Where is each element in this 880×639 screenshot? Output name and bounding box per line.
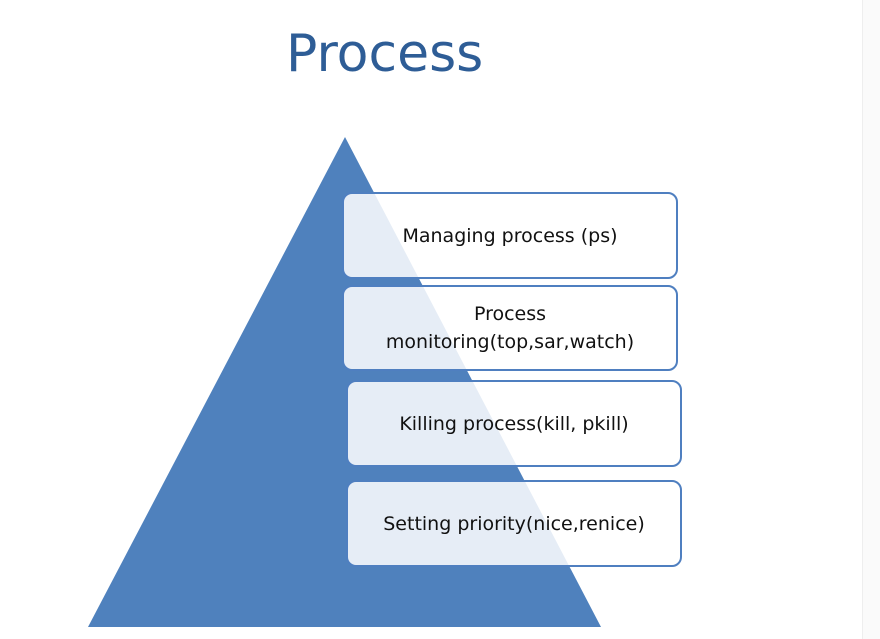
window-edge-strip [862,0,880,639]
pyramid-level-label: Managing process (ps) [402,224,618,247]
pyramid-level-managing-process: Managing process (ps) [342,192,678,279]
pyramid-level-process-monitoring: Process monitoring(top,sar,watch) [342,285,678,371]
pyramid-level-label: Killing process(kill, pkill) [399,412,629,435]
page-title: Process [286,24,484,84]
pyramid-level-killing-process: Killing process(kill, pkill) [346,380,682,467]
pyramid-level-label: Process monitoring(top,sar,watch) [385,303,635,353]
pyramid-level-setting-priority: Setting priority(nice,renice) [346,480,682,567]
pyramid-level-label: Setting priority(nice,renice) [383,512,645,535]
